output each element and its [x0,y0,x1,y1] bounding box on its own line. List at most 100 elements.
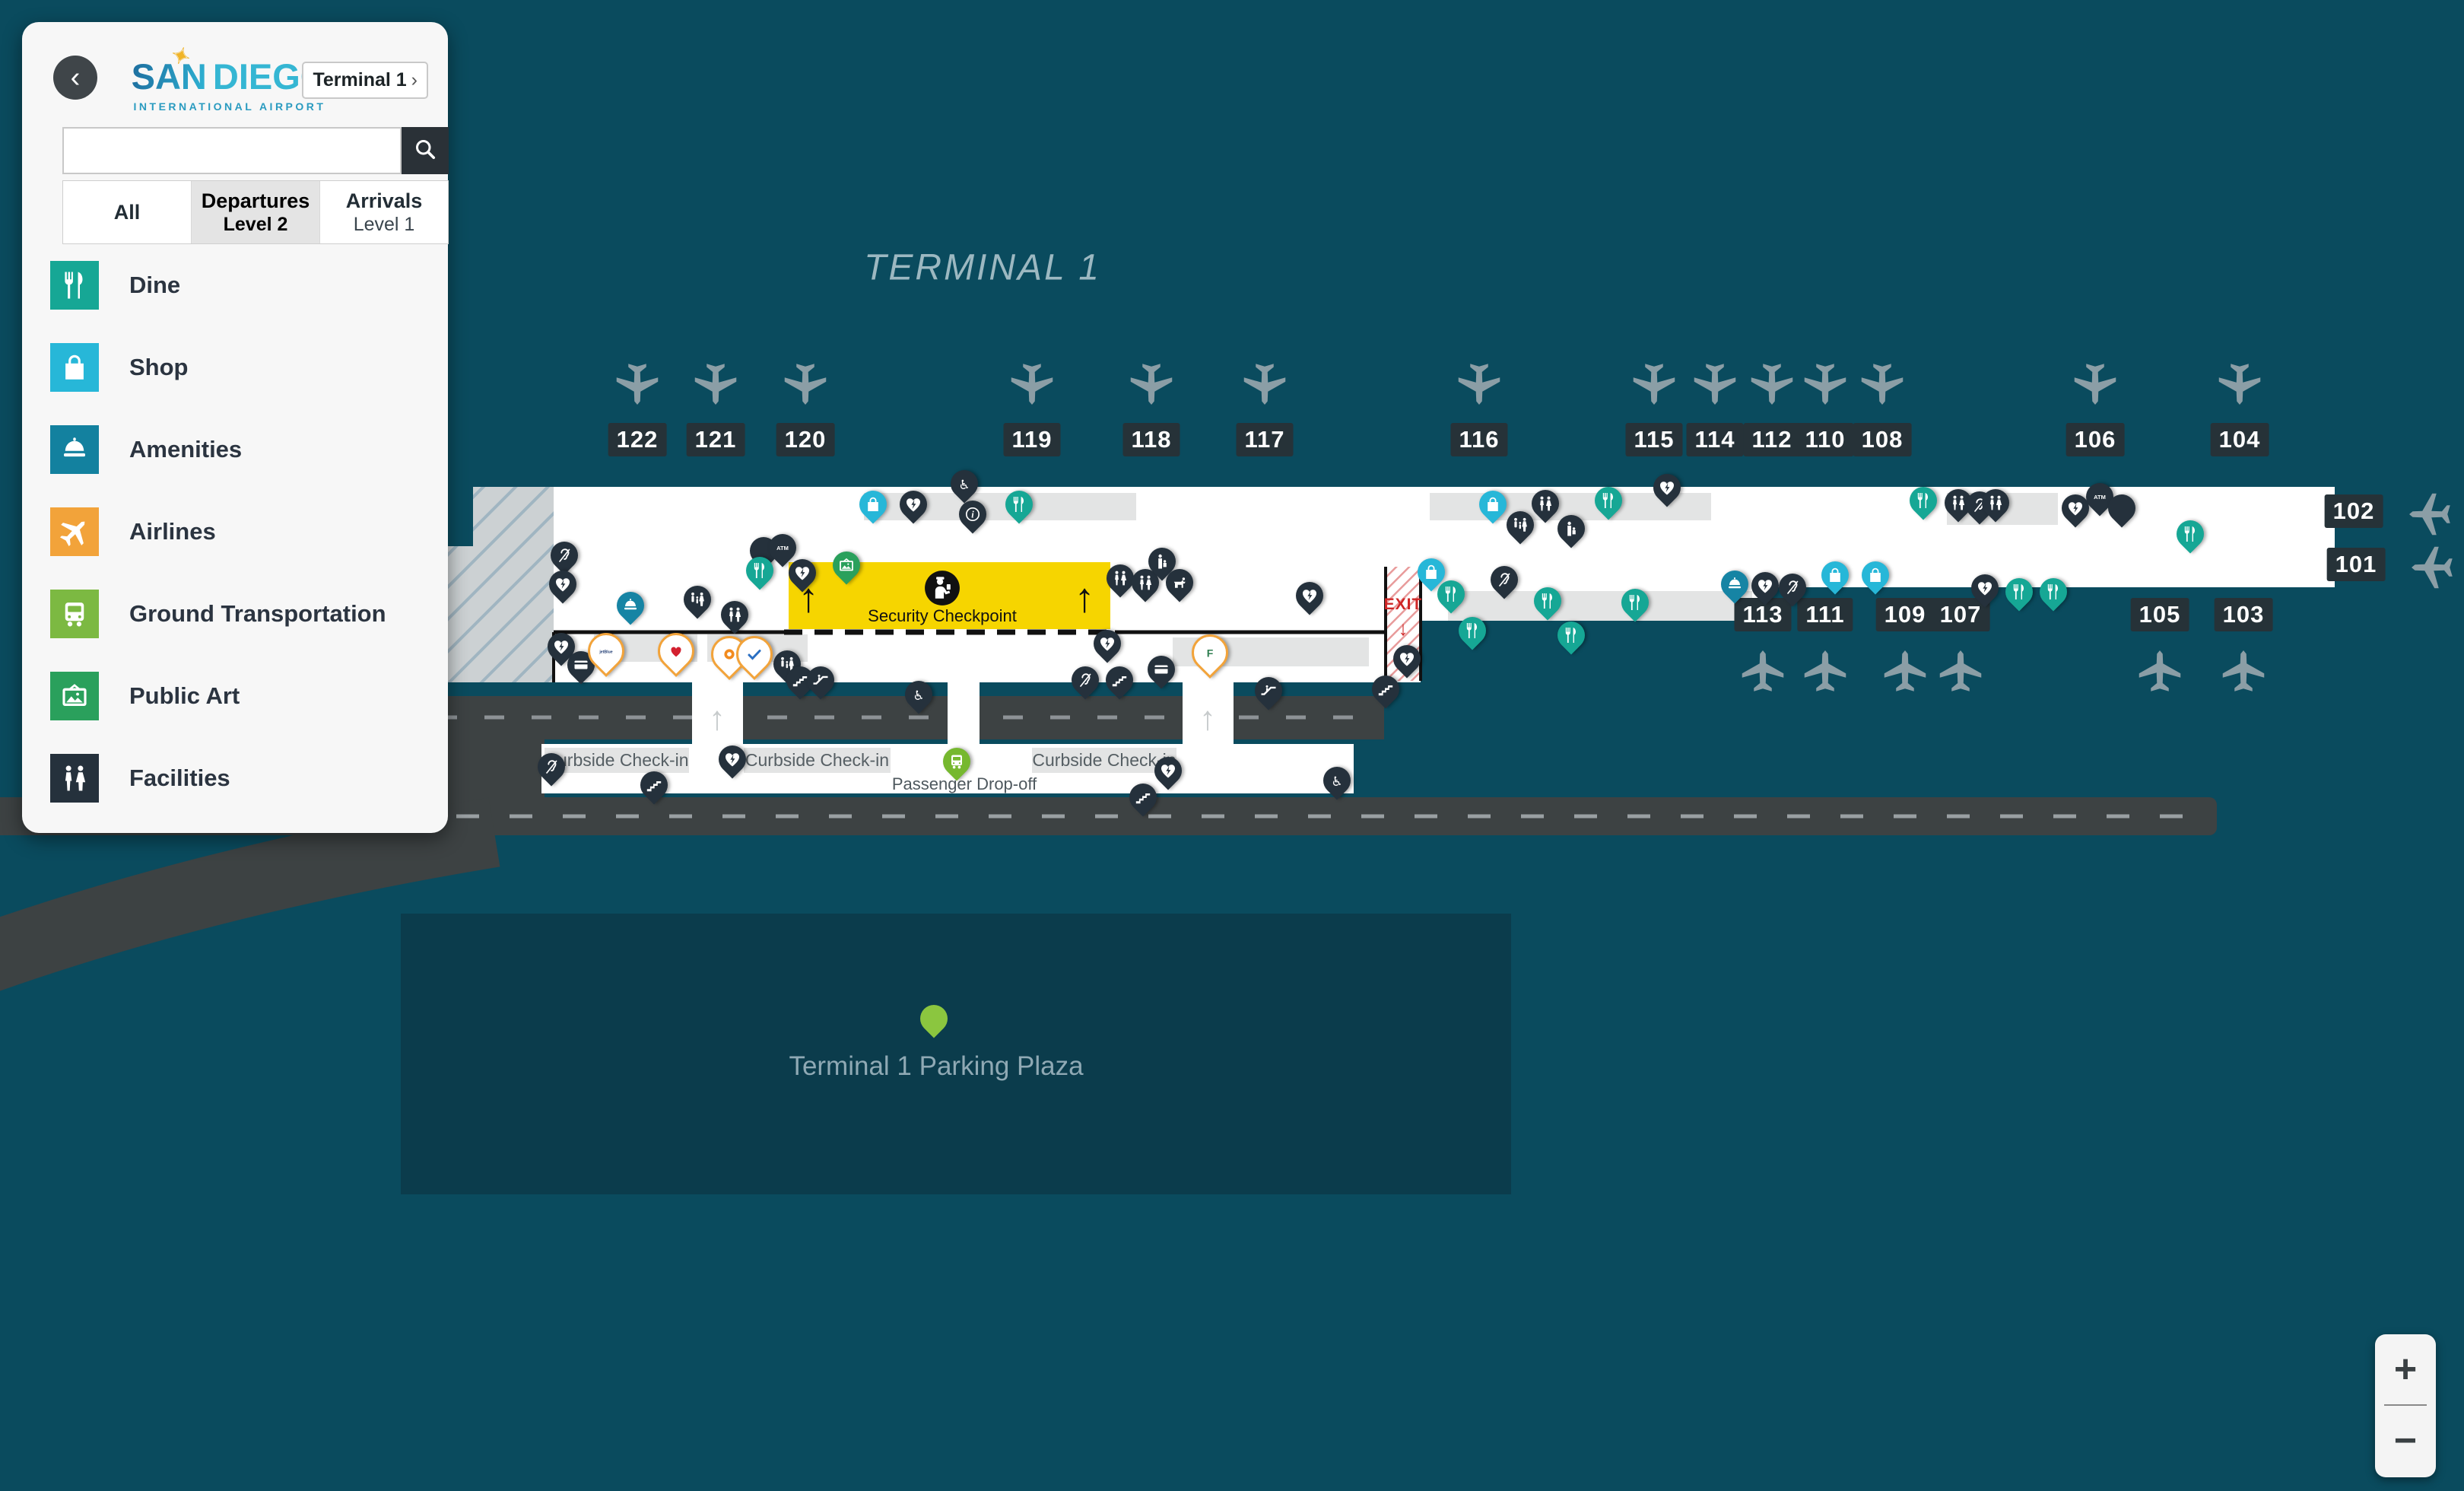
nursing-icon [1557,515,1585,542]
sidebar-item-ground-transportation[interactable]: Ground Transportation [50,590,430,638]
art-icon [833,552,860,579]
airplane-icon [1938,648,1983,694]
airplane-icon [1802,361,1848,407]
logo-subtitle: INTERNATIONAL AIRPORT [133,100,326,113]
sidebar-item-label: Airlines [129,518,216,545]
gate-115-label[interactable]: 115 [1625,423,1683,456]
dine-icon [746,557,773,584]
tab-all[interactable]: All [63,181,192,243]
terminal-selector-button[interactable]: Terminal 1› [302,62,428,99]
restroom-icon [721,601,748,628]
check-icon [738,638,770,670]
airplane-icon [1740,648,1786,694]
back-chevron-icon: ‹ [70,62,81,94]
sidebar-item-airlines[interactable]: Airlines [50,507,430,556]
stairs-icon [640,771,668,799]
ear-icon [538,753,565,780]
family-icon [773,650,801,678]
terminal-title: TERMINAL 1 [864,247,1101,288]
airplane-icon [1129,361,1174,407]
gate-104-label[interactable]: 104 [2210,423,2269,456]
gate-101-label[interactable]: 101 [2326,548,2386,581]
airplane-icon [2221,648,2266,694]
gate-105-label[interactable]: 105 [2130,598,2189,631]
airplane-icon [1749,361,1795,407]
bus-icon [943,748,970,775]
sidebar-item-amenities[interactable]: Amenities [50,425,430,474]
search-input[interactable] [62,127,402,174]
gate-118-label[interactable]: 118 [1122,423,1180,456]
sidebar-item-facilities[interactable]: Facilities [50,754,430,803]
gate-103-label[interactable]: 103 [2214,598,2273,631]
gate-122-label[interactable]: 122 [608,423,667,456]
gate-111-label[interactable]: 111 [1797,598,1853,631]
airplane-icon [2072,361,2118,407]
ear-icon [1779,574,1806,601]
restroom-icon [50,754,99,803]
airplane-icon [2409,545,2455,590]
dine-icon [1621,589,1649,616]
search-icon [411,135,439,167]
airplane-icon [1456,361,1502,407]
svg-text:jetBlue: jetBlue [599,650,612,655]
gate-117-label[interactable]: 117 [1236,423,1294,456]
shop-icon [1862,561,1889,589]
back-button[interactable]: ‹ [53,56,97,100]
aed-icon [549,571,576,598]
gate-110-label[interactable]: 110 [1796,423,1854,456]
gate-114-label[interactable]: 114 [1686,423,1744,456]
dine-icon [1459,617,1486,644]
southwest-icon [660,635,692,667]
gate-112-label[interactable]: 112 [1743,423,1801,456]
restroom-icon [1532,490,1559,517]
airplane-icon [2137,648,2183,694]
card-icon [567,651,595,679]
family-icon [1507,511,1534,539]
airplane-icon [1009,361,1055,407]
tab-sublabel: Level 2 [223,214,288,236]
tab-sublabel: Level 1 [353,214,415,236]
gate-108-label[interactable]: 108 [1853,423,1912,456]
zoom-in-button[interactable]: + [2393,1347,2418,1391]
dine-icon [2177,520,2204,548]
gate-116-label[interactable]: 116 [1450,423,1508,456]
svg-text:♿: ♿ [913,688,924,704]
bell-icon [50,425,99,474]
gate-107-label[interactable]: 107 [1931,598,1990,631]
search-button[interactable] [402,127,449,174]
aed-icon [2062,494,2089,522]
stairs-icon [1129,784,1157,811]
airplane-icon [2407,491,2453,537]
parking-plaza-area[interactable] [401,914,1511,1194]
gate-120-label[interactable]: 120 [776,423,835,456]
ear-icon [551,542,578,569]
tab-label: Arrivals [345,189,423,212]
gate-106-label[interactable]: 106 [2066,423,2125,456]
aed-icon [1653,474,1681,501]
aed-icon [1751,572,1779,599]
curbside-checkin-box: Curbside Check-in [1032,748,1176,773]
sidebar-item-shop[interactable]: Shop [50,343,430,392]
zoom-out-button[interactable]: − [2393,1419,2418,1463]
aed-icon [548,633,575,660]
map-zoom-control: + − [2375,1334,2436,1477]
curbside-checkin-label: Curbside Check-in [745,750,890,770]
atm-icon: ATM [769,534,796,561]
airplane-icon [1882,648,1928,694]
gate-119-label[interactable]: 119 [1003,423,1061,456]
gate-121-label[interactable]: 121 [686,423,745,456]
security-checkpoint-label: Security Checkpoint [868,606,1017,625]
airplane-icon [1859,361,1905,407]
parking-plaza-label: Terminal 1 Parking Plaza [789,1051,1084,1081]
dine-icon [2005,578,2033,606]
gate-109-label[interactable]: 109 [1875,598,1935,631]
card-icon [1148,656,1175,683]
bell-icon [1721,571,1748,598]
sidebar-item-dine[interactable]: Dine [50,261,430,310]
gate-102-label[interactable]: 102 [2324,494,2383,528]
sidebar-item-public-art[interactable]: Public Art [50,672,430,720]
dine-icon [1534,587,1561,615]
